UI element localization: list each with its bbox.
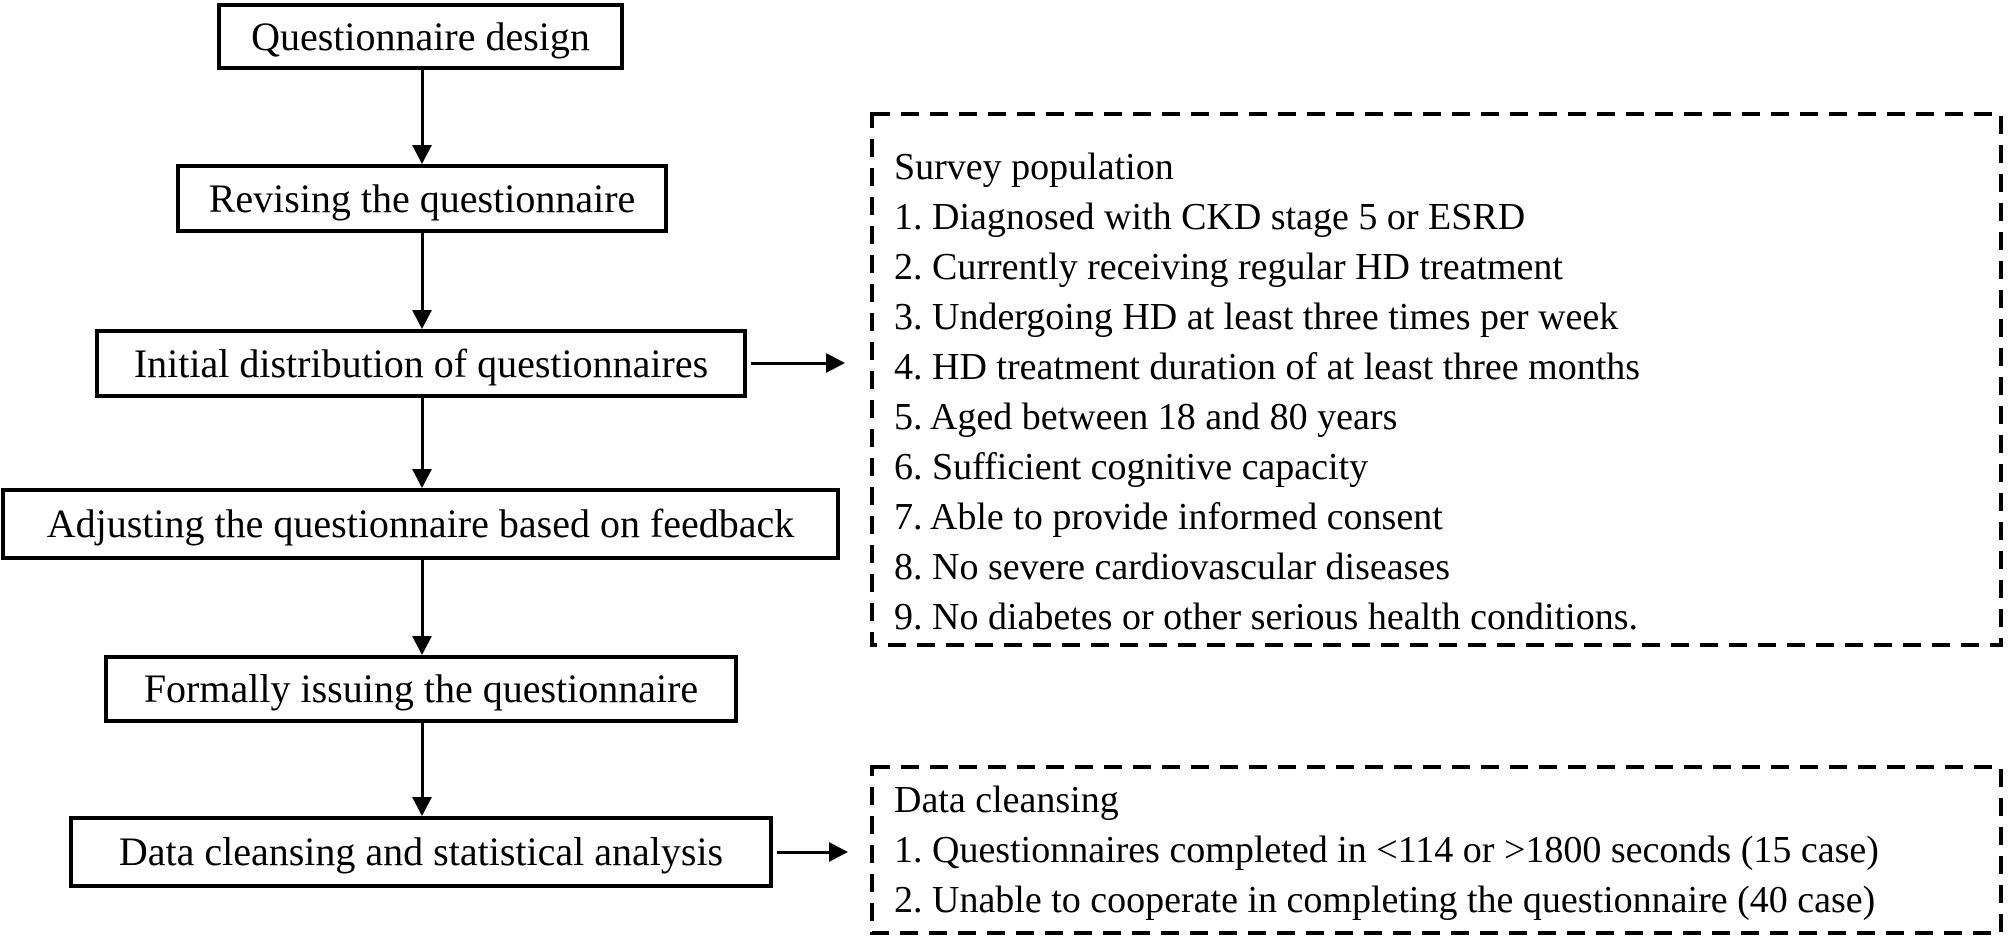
flow-step-label: Data cleansing and statistical analysis	[118, 829, 724, 874]
data-cleansing-text: Data cleansing 1. Questionnaires complet…	[894, 775, 1995, 925]
arrow-down-icon	[412, 560, 433, 655]
arrow-right-icon	[777, 842, 848, 863]
flow-step-adjusting-questionnaire: Adjusting the questionnaire based on fee…	[1, 488, 840, 560]
flow-step-label: Adjusting the questionnaire based on fee…	[46, 501, 795, 546]
list-item: 9. No diabetes or other serious health c…	[894, 596, 1639, 638]
flow-step-data-cleansing-analysis: Data cleansing and statistical analysis	[69, 816, 773, 888]
list-item: 4. HD treatment duration of at least thr…	[894, 346, 1641, 388]
flow-step-initial-distribution: Initial distribution of questionnaires	[95, 329, 747, 398]
arrow-right-icon	[751, 353, 845, 374]
flow-step-label: Revising the questionnaire	[208, 175, 636, 221]
arrow-down-icon	[412, 233, 433, 329]
survey-population-panel: Survey population 1. Diagnosed with CKD …	[870, 112, 2003, 647]
flow-step-questionnaire-design: Questionnaire design	[217, 3, 624, 70]
list-item: 5. Aged between 18 and 80 years	[894, 396, 1398, 438]
list-item: 2. Unable to cooperate in completing the…	[894, 879, 1876, 921]
flow-step-revising-questionnaire: Revising the questionnaire	[176, 164, 668, 233]
dashed-border	[870, 765, 2003, 935]
arrow-down-icon	[412, 398, 433, 488]
list-item: 1. Questionnaires completed in <114 or >…	[894, 829, 1879, 871]
flow-step-label: Initial distribution of questionnaires	[133, 340, 709, 386]
panel-title: Survey population	[894, 146, 1174, 188]
arrow-down-icon	[412, 723, 433, 816]
list-item: 2. Currently receiving regular HD treatm…	[894, 246, 1563, 288]
data-cleansing-panel: Data cleansing 1. Questionnaires complet…	[870, 765, 2003, 935]
list-item: 6. Sufficient cognitive capacity	[894, 446, 1369, 488]
list-item: 1. Diagnosed with CKD stage 5 or ESRD	[894, 196, 1526, 238]
list-item: 7. Able to provide informed consent	[894, 496, 1443, 538]
list-item: 3. Undergoing HD at least three times pe…	[894, 296, 1619, 338]
panel-title: Data cleansing	[894, 779, 1119, 821]
flow-step-label: Formally issuing the questionnaire	[143, 666, 699, 711]
survey-population-text: Survey population 1. Diagnosed with CKD …	[894, 142, 1995, 642]
list-item: 8. No severe cardiovascular diseases	[894, 546, 1451, 588]
flow-step-formally-issuing: Formally issuing the questionnaire	[104, 655, 738, 723]
flow-step-label: Questionnaire design	[251, 13, 590, 59]
arrow-down-icon	[412, 70, 433, 164]
dashed-border	[870, 112, 2003, 647]
